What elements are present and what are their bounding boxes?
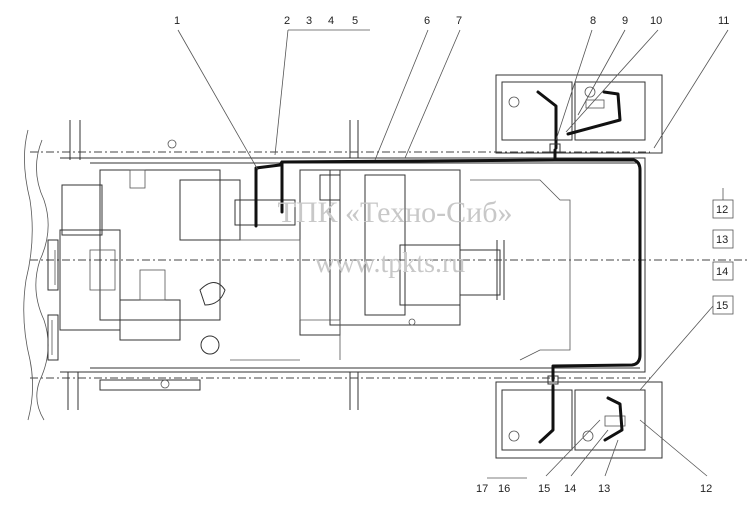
callout-bottom-13: 13 <box>598 483 610 495</box>
callout-bottom-14: 14 <box>564 483 576 495</box>
center-assembly <box>230 169 571 361</box>
callout-bottom-12: 12 <box>700 483 712 495</box>
callout-8: 8 <box>590 15 596 27</box>
callout-1: 1 <box>174 15 180 27</box>
callout-11: 11 <box>718 15 729 27</box>
callouts-bottom: 17 16 15 14 13 12 <box>476 483 712 495</box>
callout-right-12: 12 <box>716 204 728 216</box>
main-cable <box>254 148 642 382</box>
battery-box-bottom <box>495 375 663 459</box>
watermark-company: ТПК «Техно-Сиб» <box>278 196 513 229</box>
callouts-right: 12 13 14 15 <box>716 204 728 312</box>
callout-9: 9 <box>622 15 628 27</box>
callout-10: 10 <box>650 15 662 27</box>
callouts-top: 1 2 3 4 5 6 7 8 9 10 11 <box>174 15 729 27</box>
callout-right-15: 15 <box>716 300 728 312</box>
callout-2: 2 <box>284 15 290 27</box>
callout-6: 6 <box>424 15 430 27</box>
frame <box>23 120 748 421</box>
callout-7: 7 <box>456 15 462 27</box>
watermark: ТПК «Техно-Сиб» www.tpkts.ru <box>278 196 513 279</box>
right-callout-boxes <box>639 188 734 391</box>
callout-right-14: 14 <box>716 266 728 278</box>
callout-5: 5 <box>352 15 358 27</box>
leader-lines <box>177 29 729 479</box>
callout-bottom-16: 16 <box>498 483 510 495</box>
engine-block <box>47 169 296 361</box>
callout-bottom-17: 17 <box>476 483 488 495</box>
callout-3: 3 <box>306 15 312 27</box>
watermark-url: www.tpkts.ru <box>315 248 466 279</box>
callout-right-13: 13 <box>716 234 728 246</box>
battery-box-top <box>495 74 663 154</box>
callout-4: 4 <box>328 15 334 27</box>
callout-bottom-15: 15 <box>538 483 550 495</box>
